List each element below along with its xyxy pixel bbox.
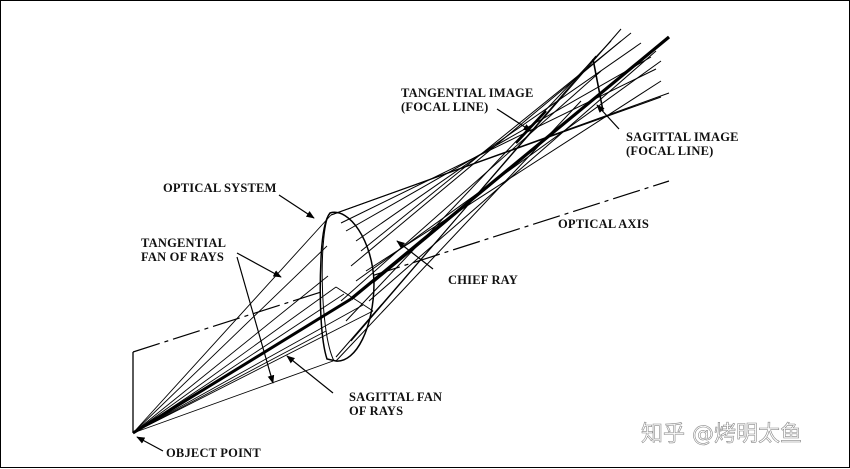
label-tangential-fan-rays: FAN OF RAYS [141, 250, 224, 264]
label-sagittal-fan-rays: OF RAYS [349, 404, 403, 418]
chief-ray-object-segment [132, 297, 352, 435]
label-sagittal-image-focal: (FOCAL LINE) [626, 144, 713, 158]
label-sagittal-image: SAGITTAL IMAGE [626, 130, 739, 144]
optical-axis-line [132, 180, 670, 353]
label-optical-system: OPTICAL SYSTEM [163, 181, 277, 195]
tangential-fan-rays [132, 214, 334, 434]
label-sagittal-fan: SAGITTAL FAN [349, 390, 442, 404]
label-object-point: OBJECT POINT [166, 446, 261, 460]
label-chief-ray: CHIEF RAY [448, 273, 518, 287]
chief-ray-image-segment [349, 35, 671, 301]
leader-lines [136, 104, 620, 452]
label-tangential-image: TANGENTIAL IMAGE [401, 86, 534, 100]
label-tangential-image-focal: (FOCAL LINE) [401, 100, 488, 114]
label-tangential-fan: TANGENTIAL [141, 236, 226, 250]
watermark-text: 知乎 @烤明太鱼 [641, 422, 802, 447]
label-optical-axis: OPTICAL AXIS [558, 217, 649, 231]
sagittal-focal-line [592, 58, 604, 112]
